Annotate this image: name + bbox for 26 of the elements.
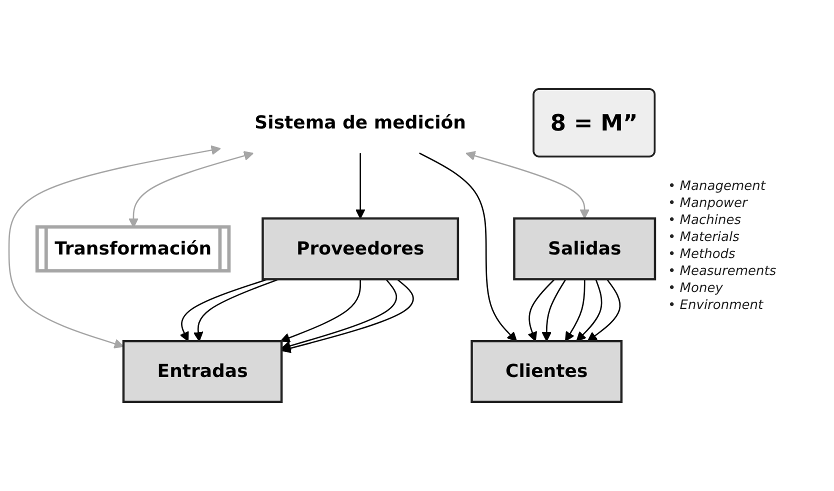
list-item: • Machines (668, 212, 742, 228)
list-item: • Measurements (668, 264, 778, 278)
list-item: • Money (668, 280, 724, 296)
arrow (280, 279, 362, 343)
node-box: Proveedores (262, 217, 460, 280)
node-box: Clientes (470, 340, 623, 404)
list-item: • Management (668, 178, 767, 194)
node-box: Entradas (122, 340, 283, 404)
node-box: Salidas (513, 217, 656, 280)
arrow (281, 278, 414, 354)
arrow (587, 278, 621, 342)
arrow (528, 278, 556, 342)
list-item: • Manpower (668, 196, 749, 210)
arrow (419, 152, 518, 342)
list-item: • Environment (668, 298, 764, 312)
arrow (355, 153, 366, 219)
list-item: • Materials (668, 230, 740, 244)
node-text: Sistema de medición (254, 112, 466, 133)
arrow (180, 278, 268, 342)
arrow (564, 279, 586, 342)
arrow (542, 278, 566, 342)
list-item: • Methods (668, 246, 736, 262)
arrow (466, 151, 590, 219)
arrow (281, 278, 398, 351)
arrow (576, 279, 602, 342)
arrow (8, 145, 221, 349)
